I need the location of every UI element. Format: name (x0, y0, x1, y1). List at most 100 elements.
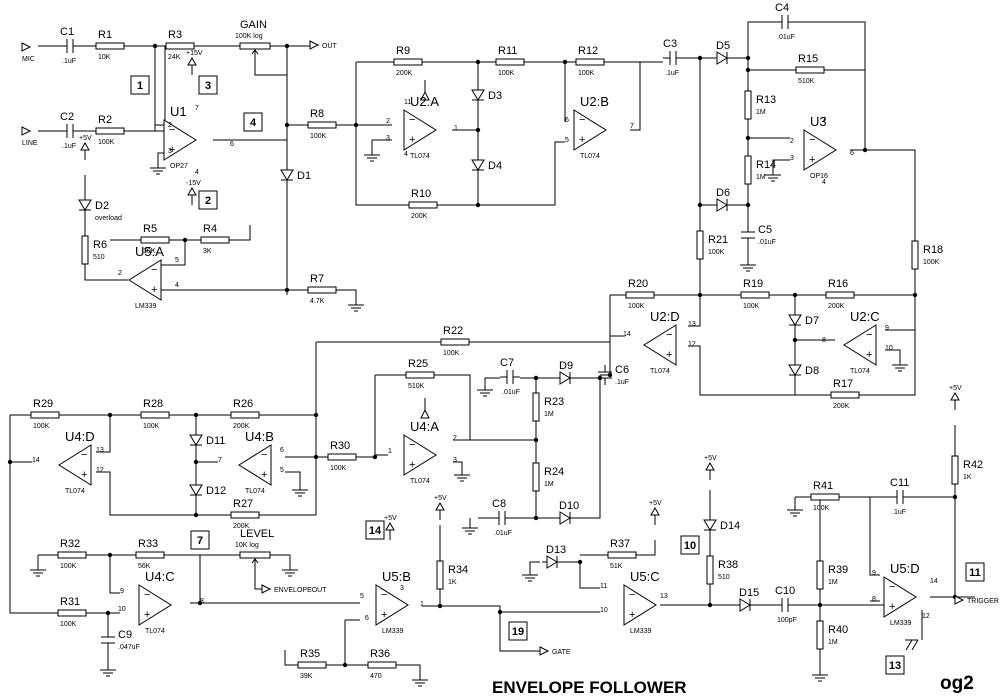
supply--15v: -15V (186, 180, 201, 205)
port-label: ENVELOPEOUT (274, 587, 327, 594)
resistor-value: 510K (798, 78, 815, 85)
capacitor-value: .01uF (758, 239, 776, 246)
opamp-plus: + (144, 609, 150, 621)
resistor-ref: R21 (708, 234, 728, 246)
pin-number: 2 (168, 122, 172, 129)
port-label: TRIGGER (967, 598, 999, 605)
capacitor-ref: C2 (60, 111, 74, 123)
pin-number: 10 (885, 345, 893, 352)
capacitor-c8: C8.01uF (492, 498, 512, 537)
test-point-number: 19 (512, 626, 524, 638)
signature: og2 (940, 673, 974, 694)
capacitor-ref: C11 (890, 477, 909, 489)
diode-ref: D5 (716, 40, 730, 52)
port-label: GATE (552, 649, 571, 656)
pin-number: 4 (195, 169, 199, 176)
pin-number: 14 (623, 331, 631, 338)
opamp-minus: − (144, 589, 150, 601)
pin-number: 11 (404, 99, 411, 106)
resistor-value: 100K (923, 259, 940, 266)
capacitor-c7: C7.01uF (500, 357, 520, 396)
resistor-r7: R74.7K (307, 273, 337, 305)
pin-number: 2 (453, 435, 457, 442)
opamp-part: TL074 (850, 368, 870, 375)
opamp-ref: U4:A (410, 419, 439, 434)
opamp-plus: + (866, 349, 872, 361)
diode-d1: D1 (280, 165, 311, 185)
grounds (30, 80, 919, 687)
opamp-minus: − (381, 589, 387, 601)
opamp-plus: + (889, 601, 895, 613)
supply--5v: +5V (949, 385, 962, 410)
opamp-ref: U5:C (630, 569, 660, 584)
diode-ref: D9 (559, 360, 573, 372)
test-point-2: 2 (198, 190, 218, 210)
resistor-value: 24K (168, 54, 181, 61)
resistor-ref: R36 (370, 648, 390, 660)
pin-number: 12 (688, 341, 696, 348)
supply--5v: +5V (384, 515, 397, 540)
opamp-part: TL074 (580, 153, 600, 160)
capacitor-c3: C3.1uF (663, 38, 683, 77)
test-point-number: 2 (205, 195, 211, 207)
opamp-part: LM339 (382, 628, 404, 635)
opamp-ref: U2:B (580, 94, 609, 109)
diode-ref: D13 (546, 544, 566, 556)
capacitor-ref: C8 (492, 498, 506, 510)
opamp-part: LM339 (630, 628, 652, 635)
resistor-ref: R10 (411, 188, 431, 200)
pin-number: 10 (600, 607, 608, 614)
resistor-value: 4.7K (310, 298, 325, 305)
opamp-minus: − (169, 124, 175, 136)
opamp-part: TL074 (145, 628, 165, 635)
pin-number: 1 (388, 448, 392, 455)
resistor-ref: R12 (578, 45, 598, 57)
resistor-value: 100K (743, 303, 760, 310)
pin-number: 4 (822, 179, 826, 186)
diode-ref: D2 (95, 200, 109, 212)
pin-number: 1 (454, 125, 458, 132)
resistor-value: 1M (544, 481, 554, 488)
resistor-value: 100K (98, 139, 115, 146)
port-trigger: TRIGGER (954, 595, 999, 605)
port-label: MIC (22, 56, 35, 63)
resistor-ref: R15 (798, 53, 818, 65)
resistor-ref: R41 (813, 480, 833, 492)
opamp-ref: U5:D (890, 561, 920, 576)
diode-d12: D12 (189, 480, 226, 500)
test-point-13: 13 (885, 655, 905, 675)
diode-d3: D3 (471, 85, 502, 105)
pin-number: 10 (118, 606, 126, 613)
supply-label: +5V (704, 455, 717, 462)
capacitor-ref: C9 (118, 629, 132, 641)
pin-number: 3 (168, 148, 172, 155)
pin-number: 7 (195, 105, 199, 112)
pin-number: 6 (280, 447, 284, 454)
resistor-value: 100K (708, 249, 725, 256)
resistor-ref: R2 (98, 114, 112, 126)
resistor-ref: R34 (448, 564, 468, 576)
opamp-plus: + (579, 134, 585, 146)
diode-ref: D7 (805, 315, 819, 327)
resistor-r15: R15 510K (795, 53, 825, 85)
supply-label: +5V (79, 135, 92, 142)
opamp-part: OP16 (810, 173, 828, 180)
resistor-value: 56K (138, 563, 151, 570)
